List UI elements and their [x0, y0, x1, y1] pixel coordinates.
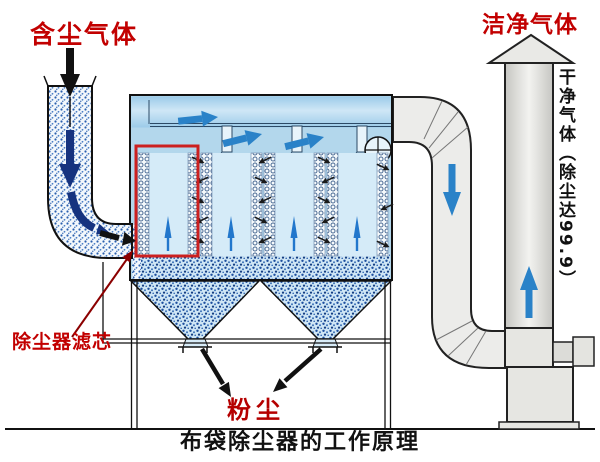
filter-element-highlight [134, 144, 200, 258]
label-filter-element: 除尘器滤芯 [12, 331, 113, 353]
inlet-flow-arrows [59, 130, 110, 235]
dust-flow-arrows [200, 347, 323, 397]
hopper-outlet [178, 338, 342, 353]
label-clean-gas: 洁净气体 [482, 12, 578, 38]
inlet-entry-arrow [99, 230, 136, 246]
stack-cap [485, 33, 577, 64]
label-stack-note: 干净气体（除尘达99.9） [555, 68, 575, 289]
label-dusty-gas: 含尘气体 [30, 20, 139, 49]
stack-base-flange [498, 421, 580, 430]
exhaust-stack [485, 33, 595, 430]
pointer-arrow [71, 250, 133, 338]
fan-housing [506, 366, 574, 423]
inlet-pipe [43, 75, 136, 259]
label-dust: 粉尘 [227, 396, 285, 424]
fan-motor [572, 336, 595, 367]
filter-bags [137, 152, 395, 257]
clean-air-plenum [131, 96, 391, 128]
inlet-arrow [60, 48, 80, 127]
support-frame [102, 262, 392, 429]
dust-hoppers [129, 280, 393, 353]
diagram-caption: 布袋除尘器的工作原理 [179, 430, 420, 455]
